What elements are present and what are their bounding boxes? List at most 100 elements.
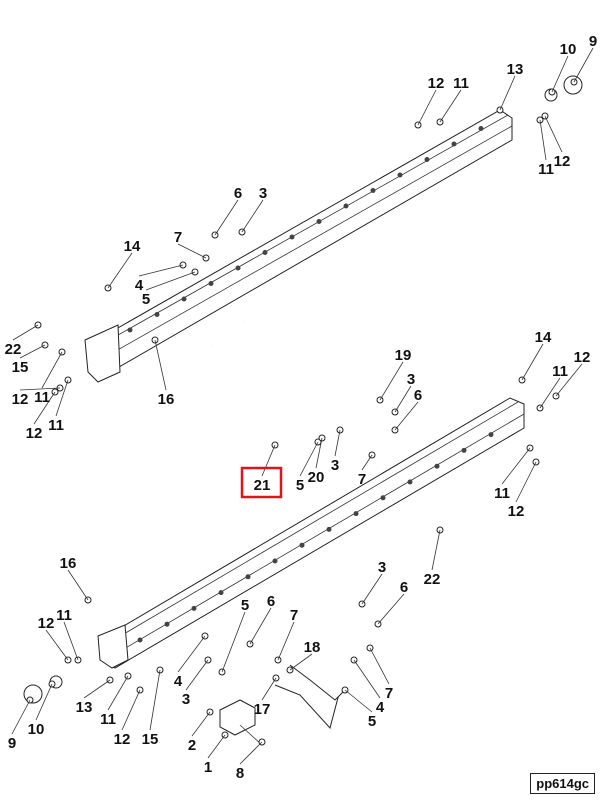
leader-line (177, 635, 206, 673)
callout-7: 7 (174, 229, 182, 246)
callout-4: 4 (376, 699, 385, 716)
leader-line (41, 351, 63, 389)
leader-line (221, 611, 246, 673)
leader-line (515, 461, 537, 503)
callout-6: 6 (234, 185, 242, 202)
callout-11: 11 (48, 417, 64, 434)
leader-line (499, 75, 516, 111)
port-hole (164, 621, 170, 627)
leader-line (63, 621, 79, 661)
callout-16: 16 (60, 555, 77, 572)
leader-line (289, 653, 313, 671)
callout-10: 10 (28, 721, 45, 738)
callout-12: 12 (26, 425, 43, 442)
callout-22: 22 (424, 571, 441, 588)
callout-13: 13 (76, 699, 93, 716)
leader-line (249, 607, 272, 645)
callout-12: 12 (12, 391, 29, 408)
leader-line (379, 361, 404, 401)
leader-line (334, 429, 341, 457)
callout-13: 13 (507, 61, 524, 78)
leader-line (239, 741, 263, 765)
leader-line (11, 699, 31, 735)
callout-12: 12 (554, 153, 571, 170)
port-hole (154, 312, 160, 317)
leader-line (35, 683, 53, 721)
callout-5: 5 (368, 713, 376, 730)
port-hole (299, 542, 305, 548)
callout-7: 7 (290, 607, 298, 624)
port-hole (461, 447, 467, 453)
callout-6: 6 (400, 579, 408, 596)
leader-line (431, 529, 441, 571)
leader-line (521, 343, 544, 381)
leader-line (241, 199, 264, 233)
callout-3: 3 (407, 371, 415, 388)
callout-11: 11 (56, 607, 72, 624)
leader-line (177, 243, 207, 259)
leader-line (277, 621, 295, 661)
port-hole (353, 511, 359, 517)
highlight-box (240, 466, 283, 499)
leader-line (149, 669, 161, 731)
leader-line (394, 385, 412, 413)
port-hole (137, 637, 143, 643)
callout-14: 14 (124, 238, 141, 255)
leader-line (145, 271, 196, 291)
callout-11: 11 (494, 485, 510, 502)
port-hole (316, 219, 322, 224)
port-hole (208, 281, 214, 286)
callout-15: 15 (12, 359, 29, 376)
callout-7: 7 (385, 685, 393, 702)
callout-11: 11 (538, 161, 554, 178)
port-hole (181, 296, 187, 302)
port-hole (272, 558, 278, 564)
callout-12: 12 (574, 349, 591, 366)
leader-line (83, 679, 111, 699)
port-hole (380, 495, 386, 501)
leader-line (361, 573, 383, 605)
callout-6: 6 (414, 387, 422, 404)
callout-19: 19 (395, 347, 412, 364)
port-hole (451, 141, 457, 147)
port-hole (127, 327, 133, 333)
leader-line (12, 324, 39, 341)
leader-line (377, 593, 405, 625)
callout-12: 12 (38, 615, 55, 632)
upper-manifold-rail (84, 109, 513, 383)
leader-line (261, 677, 277, 701)
diagram-code: pp614gc (530, 773, 595, 794)
leader-line (555, 363, 583, 397)
tube-assembly-19 (242, 321, 393, 409)
leader-line (573, 47, 594, 83)
callout-12: 12 (428, 75, 445, 92)
leader-lines (11, 47, 594, 765)
leader-line (214, 199, 239, 236)
callout-15: 15 (142, 731, 159, 748)
leader-line (539, 377, 561, 409)
callout-3: 3 (259, 185, 267, 202)
leader-line (154, 339, 167, 391)
callout-4: 4 (174, 673, 183, 690)
callout-10: 10 (560, 41, 577, 58)
callout-8: 8 (236, 765, 244, 782)
leader-line (439, 89, 462, 123)
callout-4: 4 (135, 277, 144, 294)
callout-11: 11 (100, 711, 116, 728)
leader-line (539, 119, 547, 161)
leader-line (361, 454, 373, 471)
tube-assembly-18 (274, 664, 346, 730)
callout-3: 3 (182, 691, 190, 708)
port-hole (424, 157, 430, 162)
callout-6: 6 (267, 593, 275, 610)
leader-line (315, 437, 323, 469)
callout-3: 3 (331, 457, 339, 474)
leader-line (121, 689, 141, 731)
port-hole (262, 250, 268, 255)
callout-5: 5 (296, 477, 304, 494)
leader-line (344, 689, 373, 713)
leader-line (19, 344, 46, 359)
